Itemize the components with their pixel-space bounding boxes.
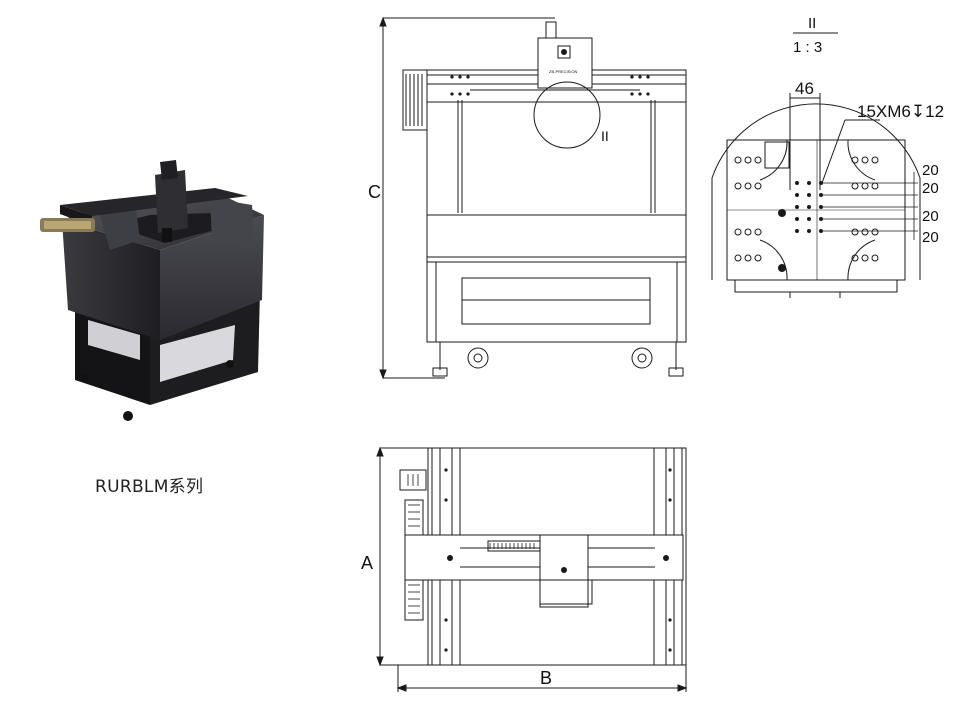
top-bolt-holes xyxy=(444,468,672,652)
dimension-46 xyxy=(789,93,821,190)
dimension-c-label: C xyxy=(368,182,381,202)
detail-scale: 1 : 3 xyxy=(793,39,822,56)
photo-machine-body xyxy=(40,160,264,421)
detail-hole-grid xyxy=(795,181,823,233)
dimension-b xyxy=(396,665,688,692)
series-label: RURBLM系列 xyxy=(95,477,204,497)
detail-title: II xyxy=(808,15,816,32)
front-machine-outline xyxy=(402,21,687,377)
pitch-label-3: 20 xyxy=(922,208,939,225)
dimension-46-label: 46 xyxy=(795,79,814,98)
hole-spec-label: 15XM6↧12 xyxy=(857,102,944,121)
detail-dowel-left xyxy=(778,209,786,217)
top-rail-ticks xyxy=(407,474,535,614)
pitch-label-2: 20 xyxy=(922,180,939,197)
dimension-a-label: A xyxy=(361,553,373,573)
pitch-label-1: 20 xyxy=(922,162,939,179)
front-bolt-holes xyxy=(450,49,650,96)
head-logo-text: ZB-PRECISION xyxy=(549,69,578,74)
pitch-dimensions xyxy=(820,172,918,240)
detail-mount-holes xyxy=(734,156,879,262)
dimension-b-label: B xyxy=(540,668,552,688)
top-machine-outline xyxy=(399,447,687,666)
dimension-a xyxy=(376,446,428,667)
dimension-c xyxy=(379,16,555,380)
pitch-label-4: 20 xyxy=(922,229,939,246)
detail-circle xyxy=(533,81,601,149)
detail-callout-label: II xyxy=(601,128,609,144)
detail-boundary xyxy=(711,103,921,179)
detail-dowel-right xyxy=(778,264,786,272)
